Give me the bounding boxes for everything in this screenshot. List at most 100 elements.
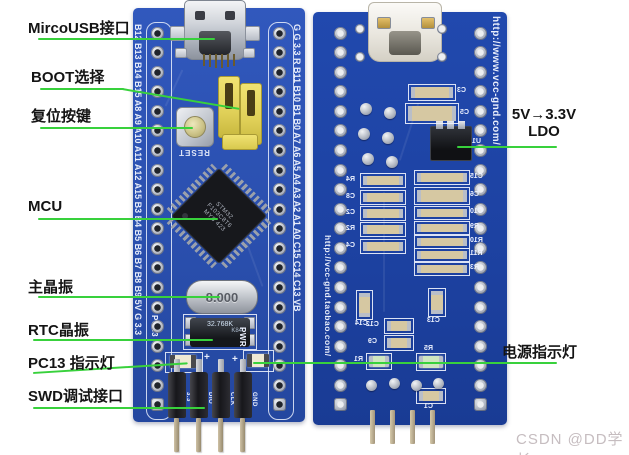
smd-component	[384, 318, 414, 334]
smd-ref-label: C15	[470, 173, 483, 180]
smd-chip	[417, 265, 467, 273]
smd-component	[408, 84, 456, 101]
swd-pin-top	[196, 359, 202, 373]
smd-ref-label: R4	[346, 176, 355, 183]
back-pin-stub	[430, 410, 435, 444]
back-left-pin-hole	[333, 320, 347, 334]
front-right-pin-hole	[272, 222, 286, 236]
smd-ref-label: R5	[424, 345, 433, 352]
smd-chip	[419, 391, 443, 401]
pcb-trace	[383, 192, 385, 312]
smd-component	[366, 353, 392, 370]
front-right-rail-text: G G 3.3 R B11 B10 B1 B0 A7 A6 A5 A4 A3 A…	[292, 24, 302, 312]
front-right-pin-hole	[272, 202, 286, 216]
smd-chip	[417, 190, 467, 202]
back-left-pin-hole	[333, 46, 347, 60]
front-left-pin-hole	[150, 398, 164, 412]
smd-chip	[411, 87, 453, 98]
front-right-pin-hole	[272, 280, 286, 294]
front-left-pin-hole	[150, 280, 164, 294]
smd-chip	[417, 224, 467, 232]
back-left-pin-hole	[333, 65, 347, 79]
front-left-pin-hole	[150, 300, 164, 314]
label-ldo-line1: 5V→3.3V	[511, 106, 577, 123]
back-pin-stub	[410, 410, 415, 444]
back-left-pin-hole	[333, 339, 347, 353]
pwr-led	[247, 354, 269, 367]
solder-blob	[360, 103, 372, 115]
smd-chip	[387, 338, 411, 348]
back-left-pin-hole	[333, 398, 347, 412]
front-right-pin-hole	[272, 398, 286, 412]
smd-component	[414, 248, 470, 262]
smd-chip	[363, 176, 403, 185]
smd-component	[360, 222, 406, 237]
back-right-pin-hole	[473, 124, 487, 138]
line-swd	[33, 407, 205, 409]
label-boot: BOOT选择	[31, 69, 105, 86]
back-pin-stub	[370, 410, 375, 444]
solder-blob	[382, 132, 394, 144]
swd-pin-label: GND	[251, 392, 257, 407]
microusb-connector	[184, 0, 246, 60]
usb-mount-tab	[245, 26, 260, 41]
back-right-pin-hole	[473, 339, 487, 353]
smd-ref-label: C5	[460, 109, 469, 116]
front-left-pin-hole	[150, 26, 164, 40]
solder-blob	[389, 378, 400, 389]
smd-chip	[417, 238, 467, 246]
back-left-pin-hole	[333, 163, 347, 177]
front-right-pin-hole	[272, 183, 286, 197]
smd-chip	[417, 251, 467, 259]
back-left-pin-hole	[333, 124, 347, 138]
smd-component	[414, 170, 470, 185]
smd-ref-label: C2	[346, 209, 355, 216]
solder-blob	[384, 107, 396, 119]
rtc-label2: K84	[231, 328, 242, 334]
front-left-pin-hole	[150, 339, 164, 353]
mcu-chip: STM32 F103C8T6 MYS 423	[160, 157, 279, 276]
back-left-pin-hole	[333, 183, 347, 197]
rtc-label: 32.768K	[206, 321, 234, 328]
swd-pin-label: CLK	[229, 392, 235, 406]
smd-ref-label: R9	[470, 223, 479, 230]
smd-chip	[363, 225, 403, 234]
front-left-pin-hole	[150, 222, 164, 236]
back-left-pin-hole	[333, 26, 347, 40]
smd-component	[356, 290, 373, 320]
swd-pin-base	[168, 372, 186, 418]
back-right-pin-hole	[473, 202, 487, 216]
label-rtc: RTC晶振	[28, 322, 89, 339]
smd-component	[360, 190, 406, 205]
usb-notch	[225, 11, 235, 20]
smd-component	[414, 187, 470, 205]
front-right-pin-hole	[272, 124, 286, 138]
smd-ref-label: C12	[366, 321, 379, 328]
main-crystal-label: 8.000	[205, 289, 239, 305]
swd-pin-top	[218, 359, 224, 373]
smd-component	[414, 206, 470, 220]
back-left-pin-hole	[333, 85, 347, 99]
smd-chip	[417, 173, 467, 182]
url-left: http://vcc-gnd.taobao.com/	[323, 235, 333, 357]
usb-mount-hole	[355, 52, 365, 62]
smd-ref-label: R10	[470, 237, 483, 244]
mcu-body: STM32 F103C8T6 MYS 423	[170, 167, 268, 265]
back-right-pin-hole	[473, 85, 487, 99]
smd-component	[360, 206, 406, 221]
front-right-pin-hole	[272, 46, 286, 60]
line-reset	[40, 127, 193, 129]
front-left-pin-hole	[150, 241, 164, 255]
back-right-pin-hole	[473, 222, 487, 236]
smd-ref-label: R2	[346, 225, 355, 232]
watermark: CSDN @DD学长	[516, 431, 624, 455]
smd-chip	[387, 321, 411, 331]
back-left-pin-hole	[333, 222, 347, 236]
line-rtc	[33, 339, 213, 341]
pwr-silkscreen: PWR	[238, 327, 247, 348]
solder-blob	[358, 128, 370, 140]
swd-pin-base	[190, 372, 208, 418]
label-ldo: 5V→3.3V LDO	[488, 106, 600, 140]
front-right-pin-hole	[272, 261, 286, 275]
